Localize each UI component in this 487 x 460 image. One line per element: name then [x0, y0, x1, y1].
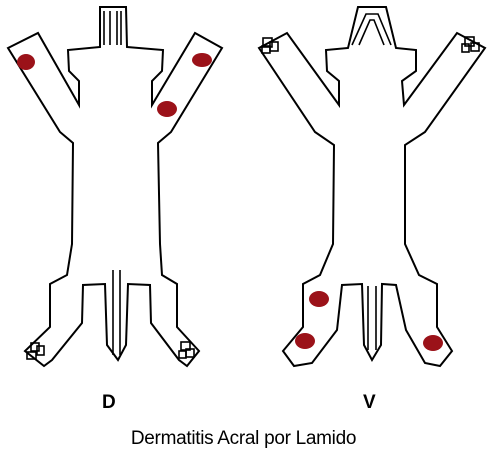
dorsal-rear-right-paw-detail: [178, 341, 195, 359]
dorsal-head-marking: [103, 11, 122, 45]
dorsal-tail: [112, 270, 121, 355]
ventral-view-label: V: [363, 392, 376, 413]
dorsal-rear-left-paw-detail: [26, 342, 45, 360]
ventral-front-left-paw-detail: [261, 37, 279, 54]
figure-caption: Dermatitis Acral por Lamido: [130, 428, 357, 449]
dorsal-view-label: D: [102, 392, 116, 413]
ventral-body-silhouette: [257, 6, 487, 368]
lesion-ventral-left-hindlimb-upper: [309, 291, 329, 307]
lesion-dorsal-left-forelimb: [17, 54, 35, 70]
ventral-tail: [367, 286, 377, 350]
ventral-front-right-paw-detail: [461, 36, 480, 53]
dorsal-body-silhouette: [6, 6, 224, 368]
lesion-dorsal-right-forelimb-upper: [192, 53, 212, 67]
ventral-head-marking: [351, 13, 392, 46]
lesion-dorsal-right-forelimb-lower: [157, 101, 177, 117]
lesion-ventral-right-hind-paw: [423, 335, 443, 351]
lesion-ventral-left-hind-paw: [295, 333, 315, 349]
